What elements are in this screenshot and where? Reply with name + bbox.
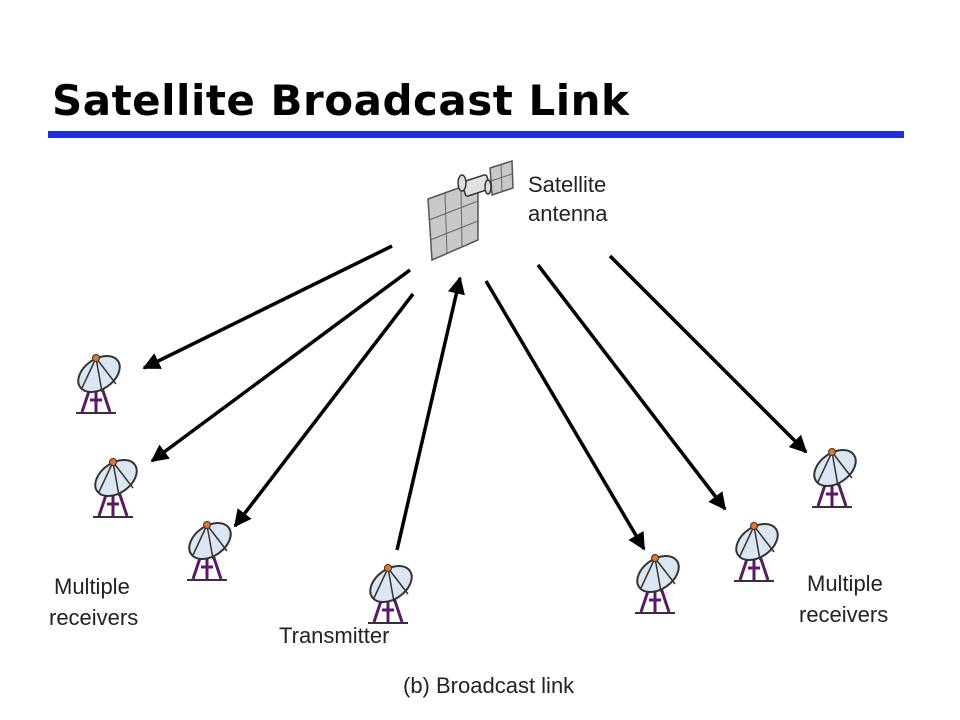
downlink-arrows: [142, 244, 808, 551]
dish-antenna-icon: [728, 515, 786, 583]
dish-antenna-icon: [806, 441, 864, 509]
slide-title: Satellite Broadcast Link: [52, 76, 630, 125]
receivers-right-label-line2: receivers: [799, 602, 888, 627]
downlink-arrow: [536, 263, 727, 511]
downlink-arrow: [484, 280, 646, 551]
title-underline: [48, 131, 904, 138]
dish-antenna-icon: [87, 451, 145, 519]
downlink-arrow: [608, 254, 808, 454]
downlink-arrow: [233, 292, 415, 528]
downlink-arrow: [150, 268, 412, 463]
dish-antenna-icon: [362, 557, 420, 625]
diagram-caption: (b) Broadcast link: [403, 673, 575, 698]
dish-antenna-icon: [629, 547, 687, 615]
satellite-label-line1: Satellite: [528, 172, 606, 197]
receivers-left-label-line2: receivers: [49, 605, 138, 630]
receivers-right-label-line1: Multiple: [807, 571, 883, 596]
satellite-icon: [427, 159, 514, 262]
dish-antenna-icon: [181, 514, 239, 582]
downlink-arrow: [142, 244, 393, 370]
transmitter-label: Transmitter: [279, 623, 389, 648]
satellite-label-line2: antenna: [528, 201, 608, 226]
dish-antenna-icon: [70, 347, 128, 415]
uplink-arrow: [395, 276, 465, 551]
receivers-left-label-line1: Multiple: [54, 574, 130, 599]
